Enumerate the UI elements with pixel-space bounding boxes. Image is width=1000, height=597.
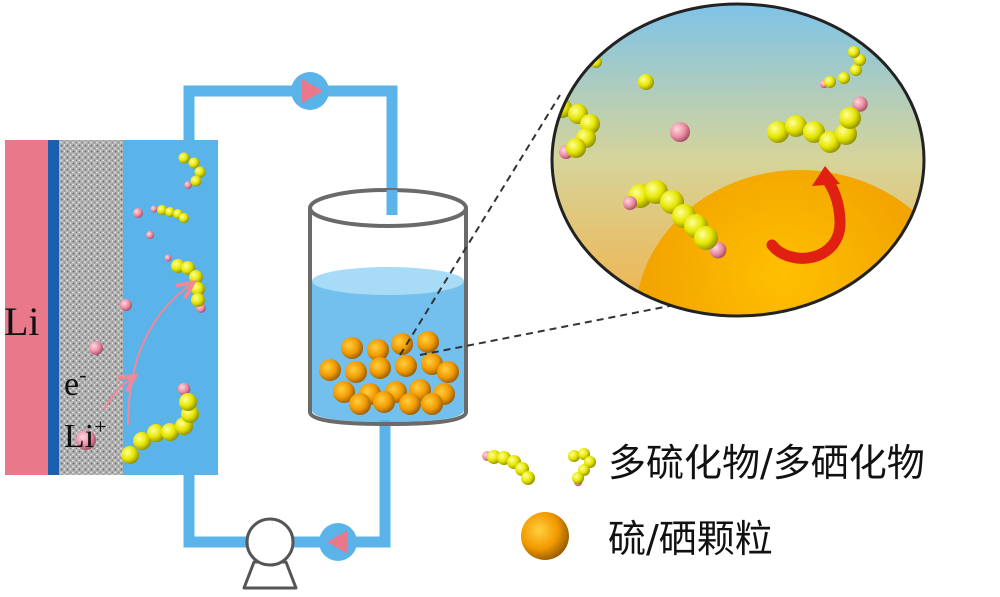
separator [59,140,123,475]
sulfur-particle [349,393,371,415]
chain-end-atom [150,205,158,213]
lithium-ion-superscript: + [94,414,106,439]
beaker-particles [319,331,459,415]
anode-label: Li [4,299,40,344]
legend-chain-straight [482,450,535,485]
svg-text:e-: e- [64,362,86,403]
chain-atom [179,393,197,411]
chain-atom [566,138,586,158]
chain-atom [803,121,825,143]
legend-polysulfide-label: 多硫化物/多硒化物 [608,441,925,485]
electrolyte-polysulfide-chains [120,152,206,464]
sulfur-particle [391,333,413,355]
chain-atom [785,115,807,137]
pump-icon [242,517,298,590]
legend: 多硫化物/多硒化物 硫/硒颗粒 [482,441,925,561]
chain-atom [838,72,850,84]
chain-atom [165,207,175,217]
chain-end-atom [852,96,868,112]
ion-transport [76,285,190,450]
polysulfide-fragment [164,254,172,262]
polysulfide-chain [628,180,727,259]
electron-arrow [103,378,132,411]
ion-migration-arrow [127,285,190,426]
sulfur-particle [319,359,341,381]
chain-atom [133,432,151,450]
electron-superscript: - [79,362,86,387]
chain-atom [190,175,202,187]
conversion-arrow [766,172,846,264]
lithium-ion-label: Li [64,418,94,455]
polysulfide-fragment [623,196,637,210]
chain-atom [767,121,789,143]
polysulfide-chain [150,205,189,223]
sulfur-particle [399,393,421,415]
chain-atom [850,64,862,76]
chain-atom [194,166,206,178]
legend-particle-icon [521,512,569,560]
chain-atom [191,293,205,307]
chain-atom [572,472,584,484]
sulfur-particle [367,339,389,361]
sulfur-particle [333,381,355,403]
current-collector [48,140,59,475]
chain-atom [638,74,654,90]
chain-atom [521,471,535,485]
chain-atom [147,424,165,442]
chain-atom [568,450,580,462]
legend-particle-label: 硫/硒颗粒 [608,517,773,561]
polysulfide-fragment [120,299,132,311]
chain-atom [157,205,167,215]
polysulfide-chain [552,98,600,159]
polysulfide-fragment [133,208,143,218]
sulfur-particle [417,331,439,353]
zoom-inset [550,2,926,318]
zoom-connector-lines [399,94,701,356]
zoom-polysulfide-chains [552,46,868,259]
polysulfide-chain [121,382,199,464]
lithium-ion-small [89,341,103,355]
lithium-anode [5,140,48,475]
polysulfide-chain [767,96,868,153]
chain-atom [189,270,203,284]
chain-atom [839,107,861,129]
reservoir-beaker [308,188,468,427]
sulfur-particle [395,355,417,377]
chain-atom [178,152,190,164]
sulfur-particle [341,337,363,359]
chain-atom [188,157,200,169]
lithium-ion-large [76,430,96,450]
chain-atom [694,226,718,250]
polysulfide-fragment [670,122,690,142]
sulfur-particle [345,361,367,383]
electron-label: e [64,366,79,403]
polysulfide-fragment [146,231,154,239]
legend-chain-curled [568,448,596,487]
flow-direction-arrow-top [291,72,329,110]
polysulfide-chain [819,46,866,89]
flow-direction-arrow-bottom [319,523,357,561]
sulfur-particle [369,357,391,379]
chain-atom [848,46,860,58]
sulfur-particle [437,361,459,383]
polysulfide-chain [178,152,206,189]
chain-atom [121,446,139,464]
chain-atom [179,213,189,223]
sulfur-particle [421,393,443,415]
chain-end-atom [177,382,191,396]
chain-atom [824,76,836,88]
chain-end-atom [184,181,192,189]
svg-text:Li+: Li+ [64,414,107,455]
chain-atom [161,423,179,441]
chain-atom [181,261,195,275]
sulfur-particle [373,391,395,413]
legend-polysulfide-icon [482,448,596,487]
